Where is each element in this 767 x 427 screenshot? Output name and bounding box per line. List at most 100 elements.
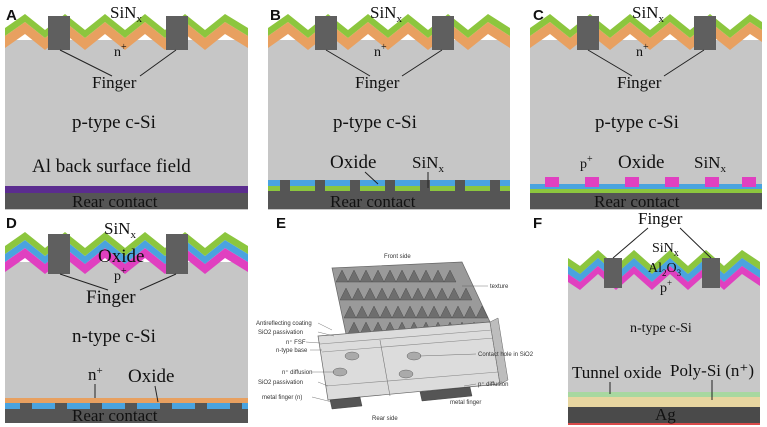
panel-d: D SiNx Oxide p+ Finger n-type c-Si n+ Ox… (5, 215, 248, 425)
panel-d-substrate (5, 262, 248, 422)
panel-c-pplus-region (742, 177, 756, 187)
panel-a-bsf-layer (5, 186, 248, 193)
panel-b-letter: B (270, 7, 281, 24)
panel-e-contact-hole-pointer (419, 353, 477, 357)
panel-f-white-top (568, 213, 760, 266)
panel-d-oxide-top-label: Oxide (98, 246, 144, 267)
panel-b: B SiNx n+ Finger p-type c-Si Oxide SiNx … (268, 3, 510, 211)
panel-b-local-contact (420, 180, 430, 191)
panel-e-pdiff-pointer (463, 383, 477, 387)
panel-a-substrate (5, 40, 248, 210)
panel-f-tunnel-layer (568, 392, 760, 397)
panel-e-contact-hole (406, 351, 422, 361)
panel-f-sinx-label: SiNx (652, 241, 679, 259)
panel-c-pplus-region (585, 177, 599, 187)
panel-f-ag-layer (568, 407, 760, 423)
panel-c-substrate (530, 40, 762, 210)
panel-d-rear-contact-layer (5, 409, 248, 423)
panel-a-finger-right (166, 16, 188, 50)
panel-d-local-contact (20, 403, 32, 409)
panel-f-finger-right (702, 258, 720, 288)
panel-c-letter: C (533, 7, 544, 24)
panel-f-polysi-label: Poly-Si (n⁺) (670, 361, 754, 380)
panel-d-finger-label: Finger (86, 287, 136, 308)
panel-e: E Front side texture Antireflecting coat… (256, 215, 534, 422)
panel-c-oxide-label: Oxide (618, 152, 664, 173)
panel-d-substrate-label: n-type c-Si (72, 326, 156, 347)
panel-e-contact-hole (398, 369, 414, 379)
panel-d-nplus-layer (5, 398, 248, 403)
panel-b-finger-pointer-right (401, 49, 443, 77)
panel-e-layer-line (325, 371, 499, 387)
panel-f-finger-label: Finger (638, 209, 683, 228)
panel-c: C SiNx n+ Finger p-type c-Si p+ Oxide Si… (530, 3, 762, 211)
panel-a-substrate-label: p-type c-Si (72, 112, 156, 133)
panel-a-rear-contact-layer (5, 193, 248, 209)
panel-a-sinx-label: SiNx (110, 3, 142, 25)
panel-b-emitter-label: n+ (374, 42, 387, 60)
panel-e-sio2-pointer (317, 331, 335, 337)
panel-d-local-contact (195, 403, 207, 409)
panel-e-arc-label: Antireflecting coating (256, 321, 312, 327)
panel-b-finger-label: Finger (355, 73, 400, 92)
panel-c-finger-left (577, 16, 599, 50)
panel-b-local-contact (455, 180, 465, 191)
panel-d-local-contact (55, 403, 67, 409)
panel-c-rear-sinx-layer (530, 189, 762, 193)
panel-d-finger-pointer-right (139, 273, 177, 291)
panel-e-side-face (489, 317, 509, 385)
panel-b-local-contact (350, 180, 360, 191)
panel-d-nplus-label: n+ (88, 365, 103, 384)
panel-c-emitter-label: n+ (636, 42, 649, 60)
panel-e-contact-hole-label: Contact hole in SiO2 (478, 352, 534, 358)
panel-b-local-contact (280, 180, 290, 191)
panel-e-layer-line (319, 329, 493, 345)
panel-b-oxide-pointer (364, 171, 379, 185)
panel-f-finger-pointer-left (612, 227, 649, 259)
panel-e-metal-finger-p (419, 386, 473, 402)
panel-e-fsf-pointer (305, 341, 321, 344)
panel-e-contact-hole (344, 351, 360, 361)
panel-f: F Finger SiNx Al2O3 p+ n-type c-Si Tunne… (533, 209, 760, 425)
panel-e-fsf-label: n⁺ FSF (286, 339, 306, 346)
panel-a-letter: A (6, 7, 17, 24)
panel-f-finger-left (604, 258, 622, 288)
panel-d-local-contact (125, 403, 137, 409)
panel-e-ndiff-label: n⁺ diffusion (282, 369, 312, 376)
panel-e-sio2-bot-label: SiO2 passivation (258, 380, 303, 386)
panel-d-sinx-label: SiNx (104, 219, 136, 241)
panel-d-oxide-pointer (154, 385, 159, 403)
panel-f-ag-label: Ag (655, 405, 676, 424)
panel-c-substrate-label: p-type c-Si (595, 112, 679, 133)
panel-e-divider (379, 339, 391, 397)
panel-d-local-contact (230, 403, 242, 409)
panel-c-pplus-region (705, 177, 719, 187)
panel-e-arc-pointer (317, 322, 333, 331)
panel-e-texture-label: texture (490, 284, 509, 290)
panel-f-tunnel-label: Tunnel oxide (572, 363, 662, 382)
panel-c-oxide-layer (530, 184, 762, 189)
panel-e-metal-n-label: metal finger (n) (262, 395, 302, 401)
panel-b-rear-sinx-label: SiNx (412, 153, 444, 175)
panel-c-pplus-label: p+ (580, 154, 593, 172)
panel-e-sio2b-pointer (317, 381, 329, 387)
panel-d-local-contact (160, 403, 172, 409)
panel-a-finger-left (48, 16, 70, 50)
panel-e-front-side-label: Front side (384, 254, 411, 260)
panel-a-finger-label: Finger (92, 73, 137, 92)
panel-d-finger-right (166, 234, 188, 274)
panel-e-sio2-top-label: SiO2 passivation (258, 330, 303, 336)
panel-e-base-label: n-type base (276, 348, 308, 354)
panel-f-substrate-label: n-type c-Si (630, 321, 692, 336)
panel-d-letter: D (6, 215, 17, 232)
panel-e-rear-side-label: Rear side (372, 416, 398, 422)
panel-e-pdiff-label: p⁺ diffusion (478, 381, 508, 388)
panel-a-finger-pointer-left (59, 49, 113, 77)
panel-d-finger-pointer-left (59, 273, 109, 291)
panel-f-polysi-layer (568, 397, 760, 407)
panel-c-rear-sinx-label: SiNx (694, 153, 726, 175)
panel-b-rear-contact-layer (268, 191, 510, 209)
panel-b-finger-left (315, 16, 337, 50)
panel-f-letter: F (533, 215, 542, 232)
